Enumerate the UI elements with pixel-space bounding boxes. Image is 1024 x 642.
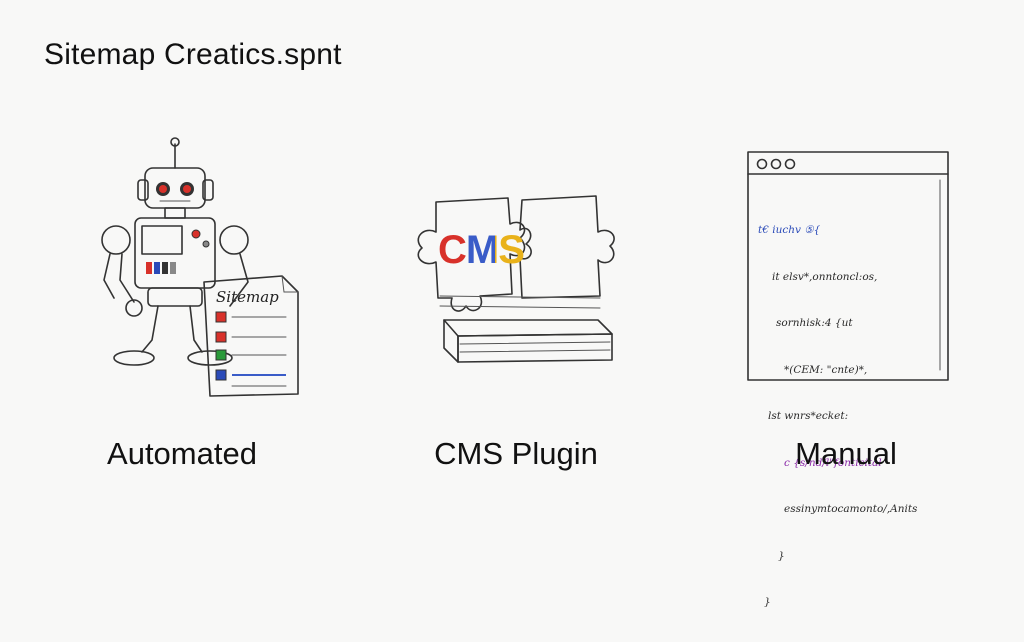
checkbox-blue-icon (215, 369, 227, 381)
puzzle-illustration (417, 195, 615, 363)
code-line: lst wnrs*ecket: (768, 410, 849, 422)
checkbox-red-icon (215, 311, 227, 323)
document-title: Sitemap (216, 288, 279, 306)
label-cms-plugin: CMS Plugin (434, 436, 598, 471)
code-line: it elsv*,onntoncl:os, (772, 270, 878, 283)
label-manual: Manual (795, 436, 897, 471)
code-line: *(CEM: "cnte)*, (784, 363, 868, 376)
code-line: } (778, 549, 785, 562)
window-close-icon (756, 158, 768, 170)
code-block: t€ iuchv ⑤{ it elsv*,onntoncl:os, sornhi… (758, 192, 938, 642)
code-line: essinymtocamonto/,Anits (784, 503, 918, 515)
checkbox-green-icon (215, 349, 227, 361)
label-automated: Automated (107, 436, 257, 471)
manual-panel: t€ iuchv ⑤{ it elsv*,onntoncl:os, sornhi… (744, 130, 954, 608)
cms-plugin-panel: CMS (400, 130, 640, 430)
code-line: } (764, 596, 771, 608)
window-maximize-icon (784, 158, 796, 170)
code-line: t€ iuchv ⑤{ (758, 224, 821, 236)
cms-badge-text: CMS (438, 228, 525, 272)
cms-badge: CMS (438, 228, 525, 273)
page-title: Sitemap Creatics.spnt (44, 38, 342, 71)
window-minimize-icon (770, 158, 782, 170)
code-window (747, 151, 949, 381)
sitemap-document (203, 275, 299, 397)
robot-illustration (101, 137, 249, 366)
code-line: sornhisk:4 {ut (776, 317, 853, 329)
code-line: c {s/nd/l"fonticital (784, 456, 882, 469)
automated-panel: Sitemap (90, 130, 320, 430)
